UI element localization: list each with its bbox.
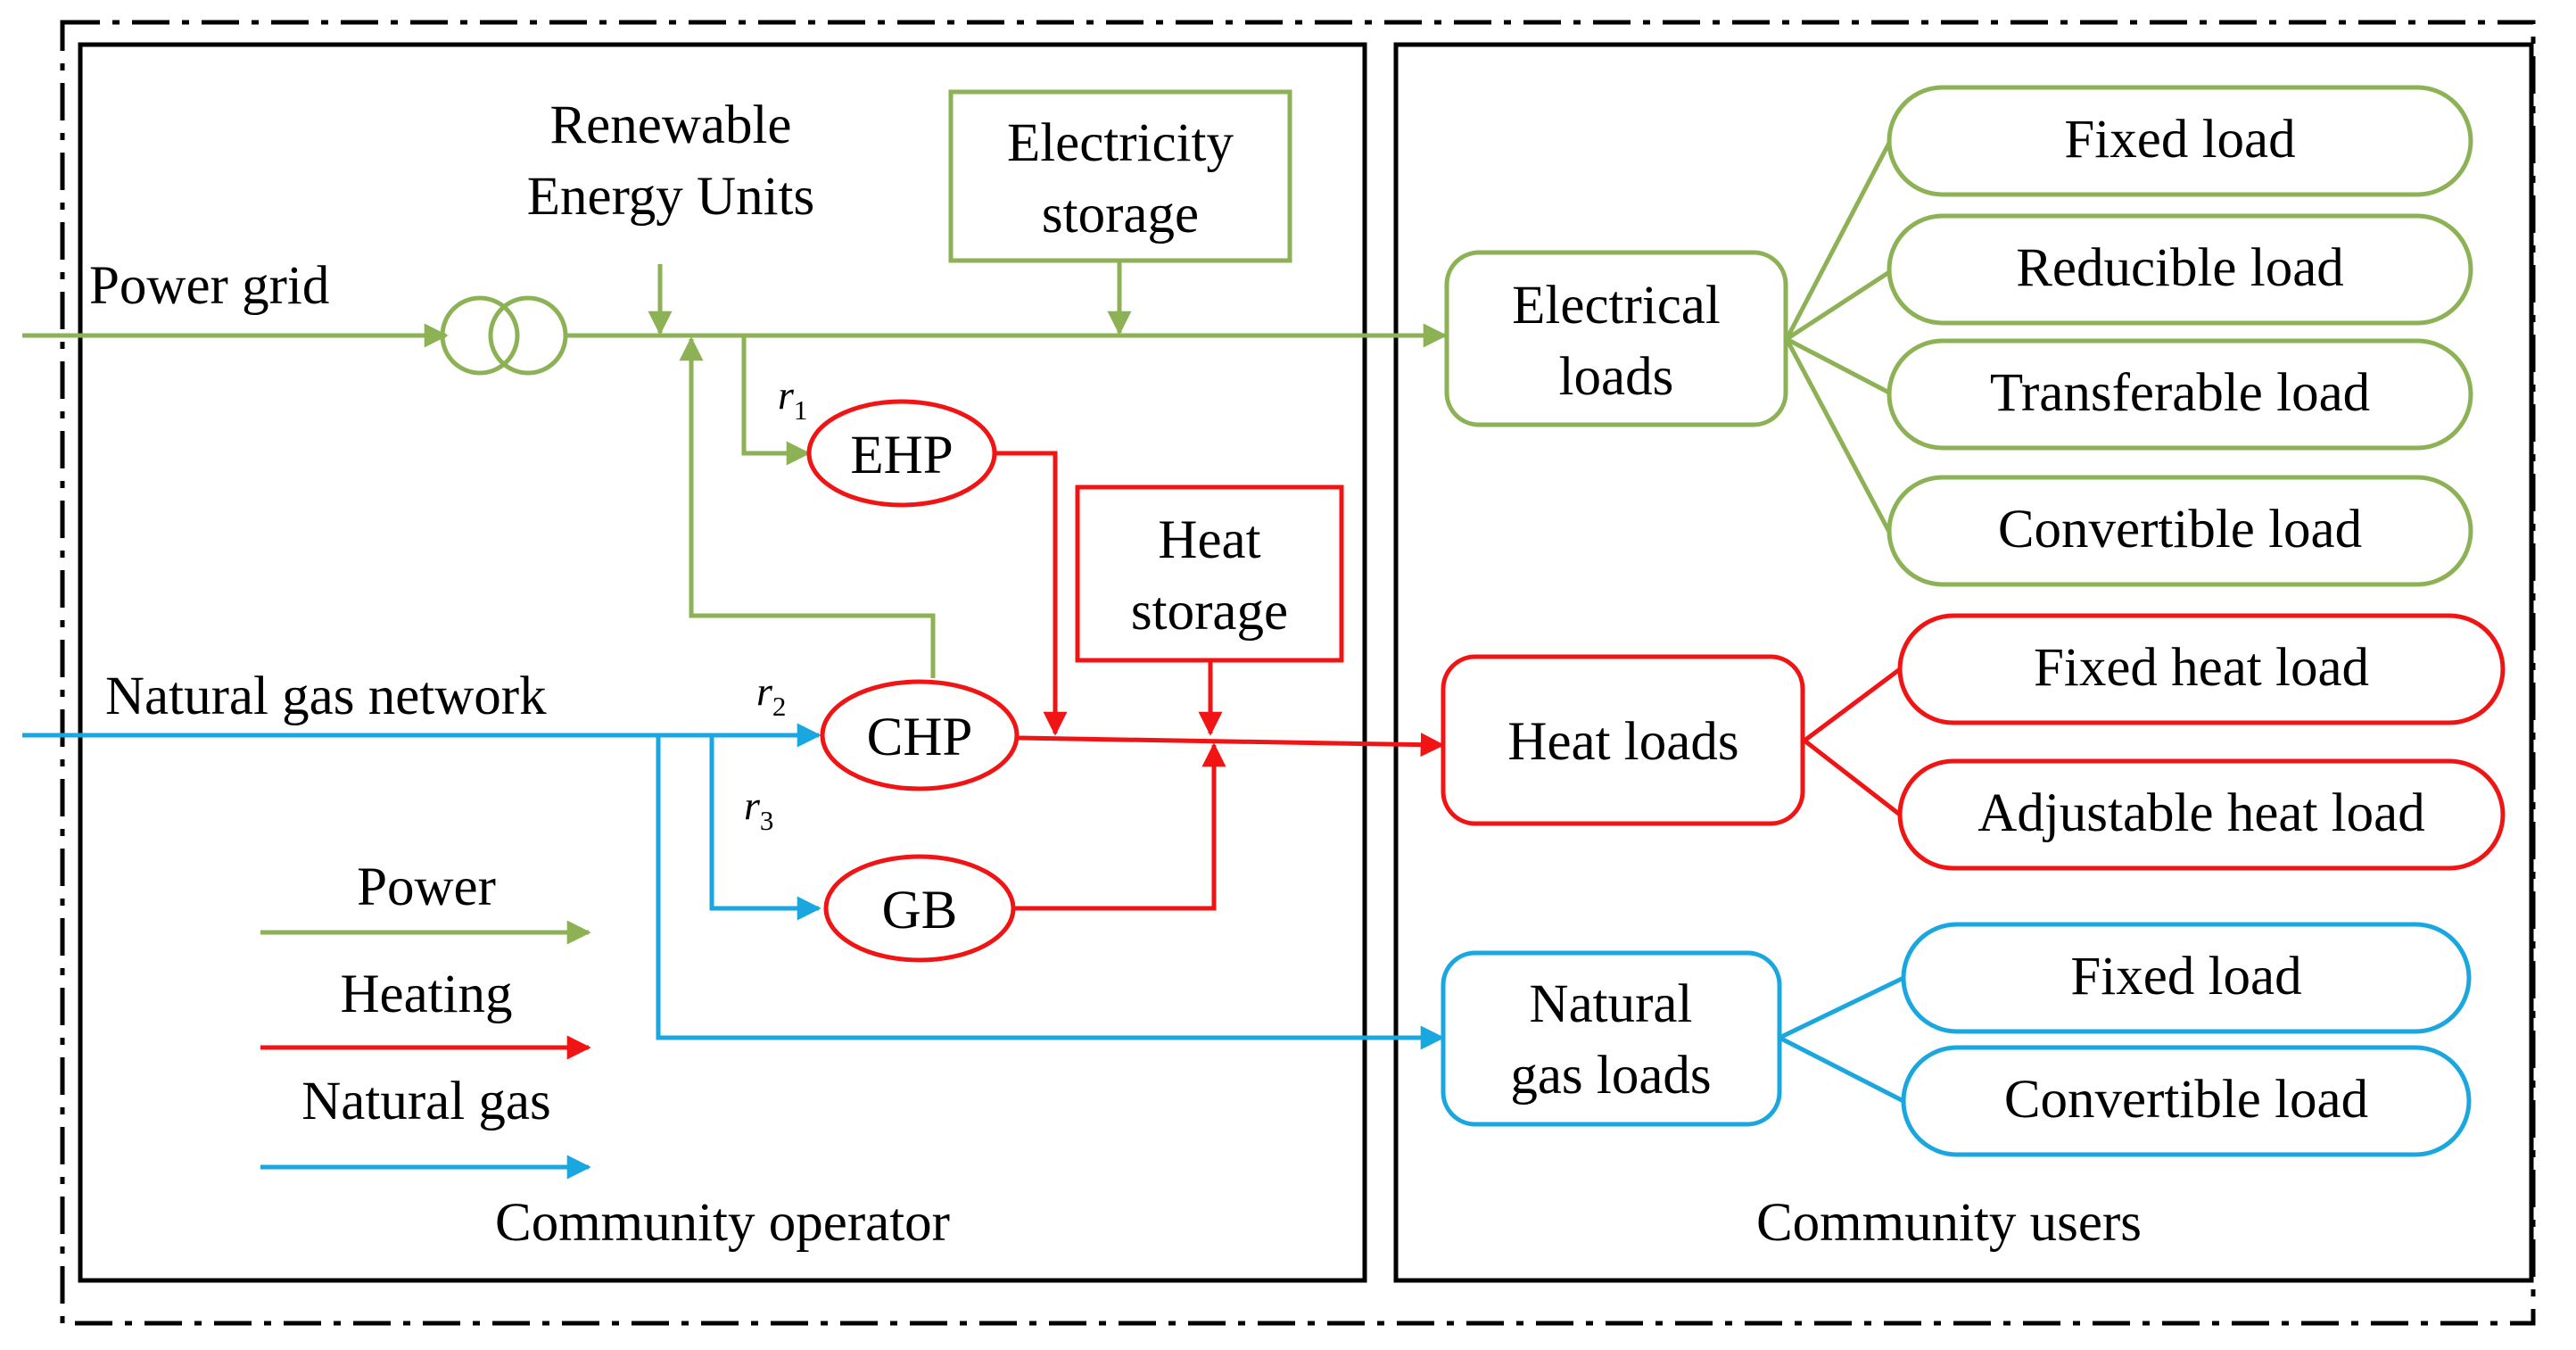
chp-node: CHP (820, 679, 1020, 791)
gas-loads-line1: Natural (1530, 974, 1693, 1034)
electricity-storage-box: Electricity storage (948, 89, 1292, 263)
ehp-node: EHP (806, 399, 997, 508)
legend-natural-gas-label: Natural gas (301, 1072, 550, 1131)
electrical-item: Reducible load (2016, 238, 2344, 298)
gas-item: Fixed load (2070, 947, 2301, 1006)
legend-power-label: Power (357, 857, 496, 917)
ehp-label: EHP (850, 426, 953, 485)
heat-loads-label: Heat loads (1507, 712, 1738, 772)
community-operator-frame (78, 42, 1367, 1283)
electrical-loads-line2: loads (1559, 347, 1674, 407)
heat-storage-line1: Heat (1158, 510, 1260, 570)
heat-item: Adjustable heat load (1977, 783, 2424, 843)
gas-items: Fixed load Convertible load (1901, 922, 2472, 1157)
outer-system-boundary (60, 20, 2536, 1326)
renewable-energy-units-label-line2: Energy Units (527, 167, 814, 227)
electrical-item: Fixed load (2064, 110, 2295, 170)
community-operator-title: Community operator (495, 1193, 950, 1253)
electrical-items: Fixed load Reducible load Transferable l… (1887, 85, 2473, 587)
heat-loads-box: Heat loads (1441, 654, 1805, 826)
electrical-item: Convertible load (1998, 500, 2362, 559)
heat-items: Fixed heat load Adjustable heat load (1897, 613, 2506, 871)
power-grid-label: Power grid (89, 256, 329, 316)
gas-loads-line2: gas loads (1510, 1046, 1711, 1106)
heat-storage-box: Heat storage (1075, 485, 1344, 663)
electrical-item: Transferable load (1990, 363, 2370, 423)
electricity-storage-line2: storage (1042, 185, 1199, 244)
electricity-storage-line1: Electricity (1007, 113, 1234, 173)
natural-gas-loads-box: Natural gas loads (1441, 950, 1782, 1127)
gas-network (22, 723, 1905, 1104)
r1-label: r1 (778, 372, 807, 426)
natural-gas-network-label: Natural gas network (105, 667, 547, 726)
community-users-title: Community users (1756, 1193, 2142, 1253)
gas-item: Convertible load (2004, 1070, 2368, 1130)
electrical-loads-line1: Electrical (1512, 276, 1721, 335)
gb-node: GB (823, 854, 1016, 963)
r3-label: r3 (744, 783, 773, 836)
renewable-energy-units-label-line1: Renewable (550, 95, 792, 155)
community-users-frame (1393, 42, 2534, 1283)
legend: Power Heating Natural gas (260, 857, 591, 1180)
heat-network (995, 451, 1902, 911)
heat-storage-line2: storage (1131, 582, 1288, 642)
heat-item: Fixed heat load (2034, 638, 2369, 698)
electrical-loads-box: Electrical loads (1444, 250, 1788, 427)
r2-label: r2 (756, 668, 786, 722)
gb-label: GB (882, 881, 958, 940)
power-network (22, 141, 1892, 678)
legend-heating-label: Heating (340, 965, 512, 1024)
chp-label: CHP (867, 708, 973, 767)
